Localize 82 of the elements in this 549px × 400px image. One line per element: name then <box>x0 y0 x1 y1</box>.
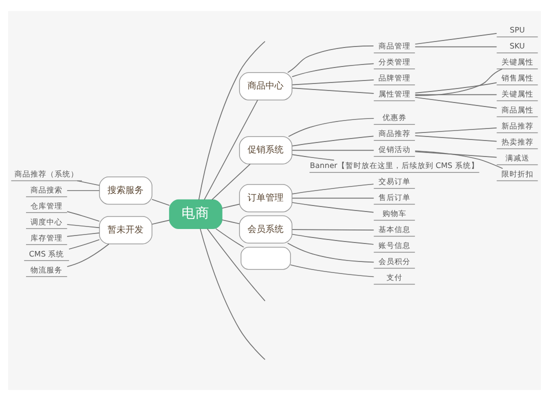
node-text: 会员积分 <box>378 256 410 266</box>
connector <box>288 117 374 136</box>
node-text: 限时折扣 <box>501 169 534 178</box>
connector <box>292 149 374 150</box>
connector <box>222 203 240 208</box>
node-box: 电商 <box>169 198 222 229</box>
node-text: CMS 系统 <box>28 248 64 258</box>
node-text: 购物车 <box>382 208 406 218</box>
connector <box>292 135 374 146</box>
connector <box>292 87 374 94</box>
connector <box>66 232 100 236</box>
connector <box>152 219 170 224</box>
node-text: 关键属性 <box>501 89 534 98</box>
node-text: 仓库管理 <box>30 200 63 210</box>
node-text: 交易订单 <box>378 176 410 186</box>
node-text: 关键属性 <box>501 57 534 66</box>
connector <box>292 183 374 194</box>
node-text: 销售属性 <box>501 73 534 82</box>
connector <box>414 150 498 158</box>
node-box: 商品中心 <box>239 72 292 100</box>
node-text: 售后订单 <box>378 192 410 202</box>
node-text: SKU <box>510 41 525 50</box>
node-text: 优惠券 <box>382 112 406 122</box>
connector <box>292 202 374 212</box>
connector <box>414 127 498 133</box>
node-text: 热卖推荐 <box>501 137 534 146</box>
connector <box>66 190 100 191</box>
node-box: 搜索服务 <box>99 176 152 204</box>
connector <box>215 228 244 248</box>
connector <box>414 94 498 95</box>
connector <box>290 264 374 277</box>
connector <box>76 180 100 186</box>
connector <box>287 44 374 72</box>
node-text: 满减送 <box>505 153 530 162</box>
connector <box>200 228 266 360</box>
connector <box>414 150 504 168</box>
node-text: 商品推荐（系统） <box>14 169 79 178</box>
connector <box>292 233 374 244</box>
node-box: 暂未开发 <box>99 216 152 244</box>
node-text: 支付 <box>386 272 402 282</box>
node-text: SPU <box>510 25 525 34</box>
connector <box>66 224 100 228</box>
connector <box>292 79 374 85</box>
node-text: 物流服务 <box>30 264 63 274</box>
node-text: 账号信息 <box>378 240 410 250</box>
node-text: Banner【暂时放在这里，后续放到 CMS 系统】 <box>310 160 479 170</box>
connector <box>66 243 110 267</box>
connector <box>287 242 374 262</box>
node-text: 品牌管理 <box>378 73 410 82</box>
node-text: 商品属性 <box>501 105 534 114</box>
node-box <box>240 246 291 270</box>
connector <box>292 154 334 160</box>
node-box: 促销系统 <box>239 136 292 164</box>
connector <box>292 197 374 198</box>
connector <box>66 210 100 222</box>
connector <box>414 32 498 44</box>
node-box: 订单管理 <box>239 184 292 212</box>
node-text: 属性管理 <box>378 89 410 98</box>
node-text: 促销活动 <box>378 144 410 154</box>
node-text: 商品搜索 <box>30 185 63 194</box>
connector <box>414 134 498 142</box>
connector <box>414 82 498 93</box>
node-text: 调度中心 <box>30 216 63 226</box>
node-text: 商品管理 <box>378 41 410 50</box>
connector <box>414 96 498 108</box>
connector <box>68 238 100 250</box>
connector <box>222 218 240 224</box>
connector <box>414 68 503 96</box>
connector <box>292 62 374 77</box>
connector <box>198 40 266 200</box>
connector <box>212 163 251 200</box>
connector <box>292 228 374 230</box>
node-text: 基本信息 <box>378 224 410 234</box>
node-text: 库存管理 <box>30 232 63 242</box>
connector <box>204 99 258 200</box>
node-text: 商品推荐 <box>378 128 410 138</box>
node-text: 分类管理 <box>378 57 410 66</box>
connector <box>206 228 266 301</box>
node-text: 新品推荐 <box>501 121 534 130</box>
connector <box>152 198 170 206</box>
connector <box>414 46 498 47</box>
node-box: 会员系统 <box>239 214 292 243</box>
